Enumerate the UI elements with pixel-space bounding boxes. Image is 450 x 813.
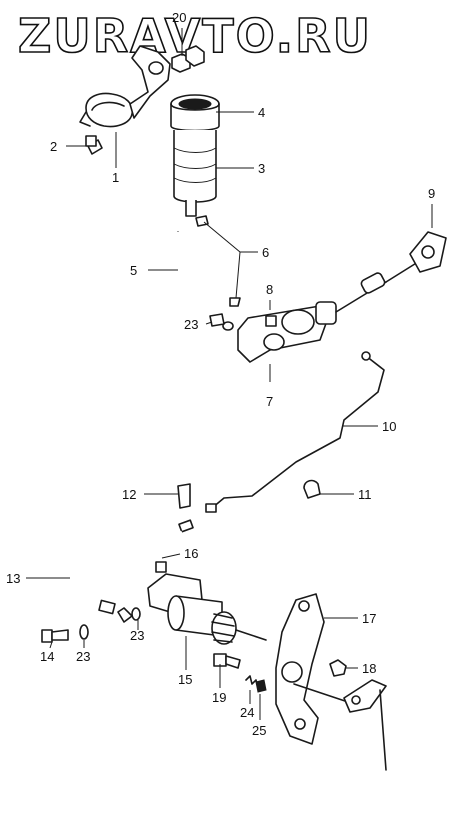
bolt-19	[213, 653, 241, 669]
callout-25: 25	[252, 723, 266, 738]
callout-8: 8	[266, 282, 273, 297]
bracket-12	[177, 483, 191, 509]
callout-10: 10	[382, 419, 396, 434]
callout-1: 1	[112, 170, 119, 185]
callout-24: 24	[240, 705, 254, 720]
callout-23-upper: 23	[184, 317, 198, 332]
reservoir-hose	[176, 231, 214, 318]
callout-5: 5	[130, 263, 137, 278]
callout-23-middle: 23	[130, 628, 144, 643]
flex-hose	[69, 519, 194, 615]
callout-13: 13	[6, 571, 20, 586]
callout-6: 6	[262, 245, 269, 260]
callout-2: 2	[50, 139, 57, 154]
callout-20: 20	[172, 10, 186, 25]
release-cylinder	[117, 573, 267, 645]
callout-16: 16	[184, 546, 198, 561]
bolt-16	[155, 561, 167, 573]
reservoir-bracket	[79, 45, 171, 128]
nut-25	[255, 679, 267, 693]
callout-4: 4	[258, 105, 265, 120]
master-cylinder	[237, 261, 419, 363]
nut-18	[329, 659, 347, 677]
callout-labels: 1 2 3 4 5 6 7 8 9 10 11 12 13 14 15 16 1…	[6, 10, 435, 738]
gasket-9	[409, 231, 447, 273]
bolt-2	[85, 135, 103, 155]
callout-19: 19	[212, 690, 226, 705]
release-fork	[343, 679, 387, 771]
nut-20	[171, 45, 205, 73]
callout-3: 3	[258, 161, 265, 176]
callout-11: 11	[358, 487, 372, 502]
reservoir-tank	[173, 130, 217, 217]
clip-11	[303, 479, 321, 499]
leader-lines	[26, 28, 433, 720]
bolt-14	[41, 629, 69, 643]
clutch-pipe	[205, 351, 385, 513]
callout-15: 15	[178, 672, 192, 687]
reservoir-cap	[170, 94, 220, 132]
callout-14: 14	[40, 649, 54, 664]
hose-clip-6	[195, 215, 241, 307]
callout-18: 18	[362, 661, 376, 676]
bleeder-8	[265, 315, 277, 327]
callout-12: 12	[122, 487, 136, 502]
callout-23-left: 23	[76, 649, 90, 664]
release-plate	[275, 593, 355, 745]
callout-9: 9	[428, 186, 435, 201]
callout-17: 17	[362, 611, 376, 626]
watermark-text: ZURAVTO.RU	[18, 9, 372, 63]
callout-7: 7	[266, 394, 273, 409]
